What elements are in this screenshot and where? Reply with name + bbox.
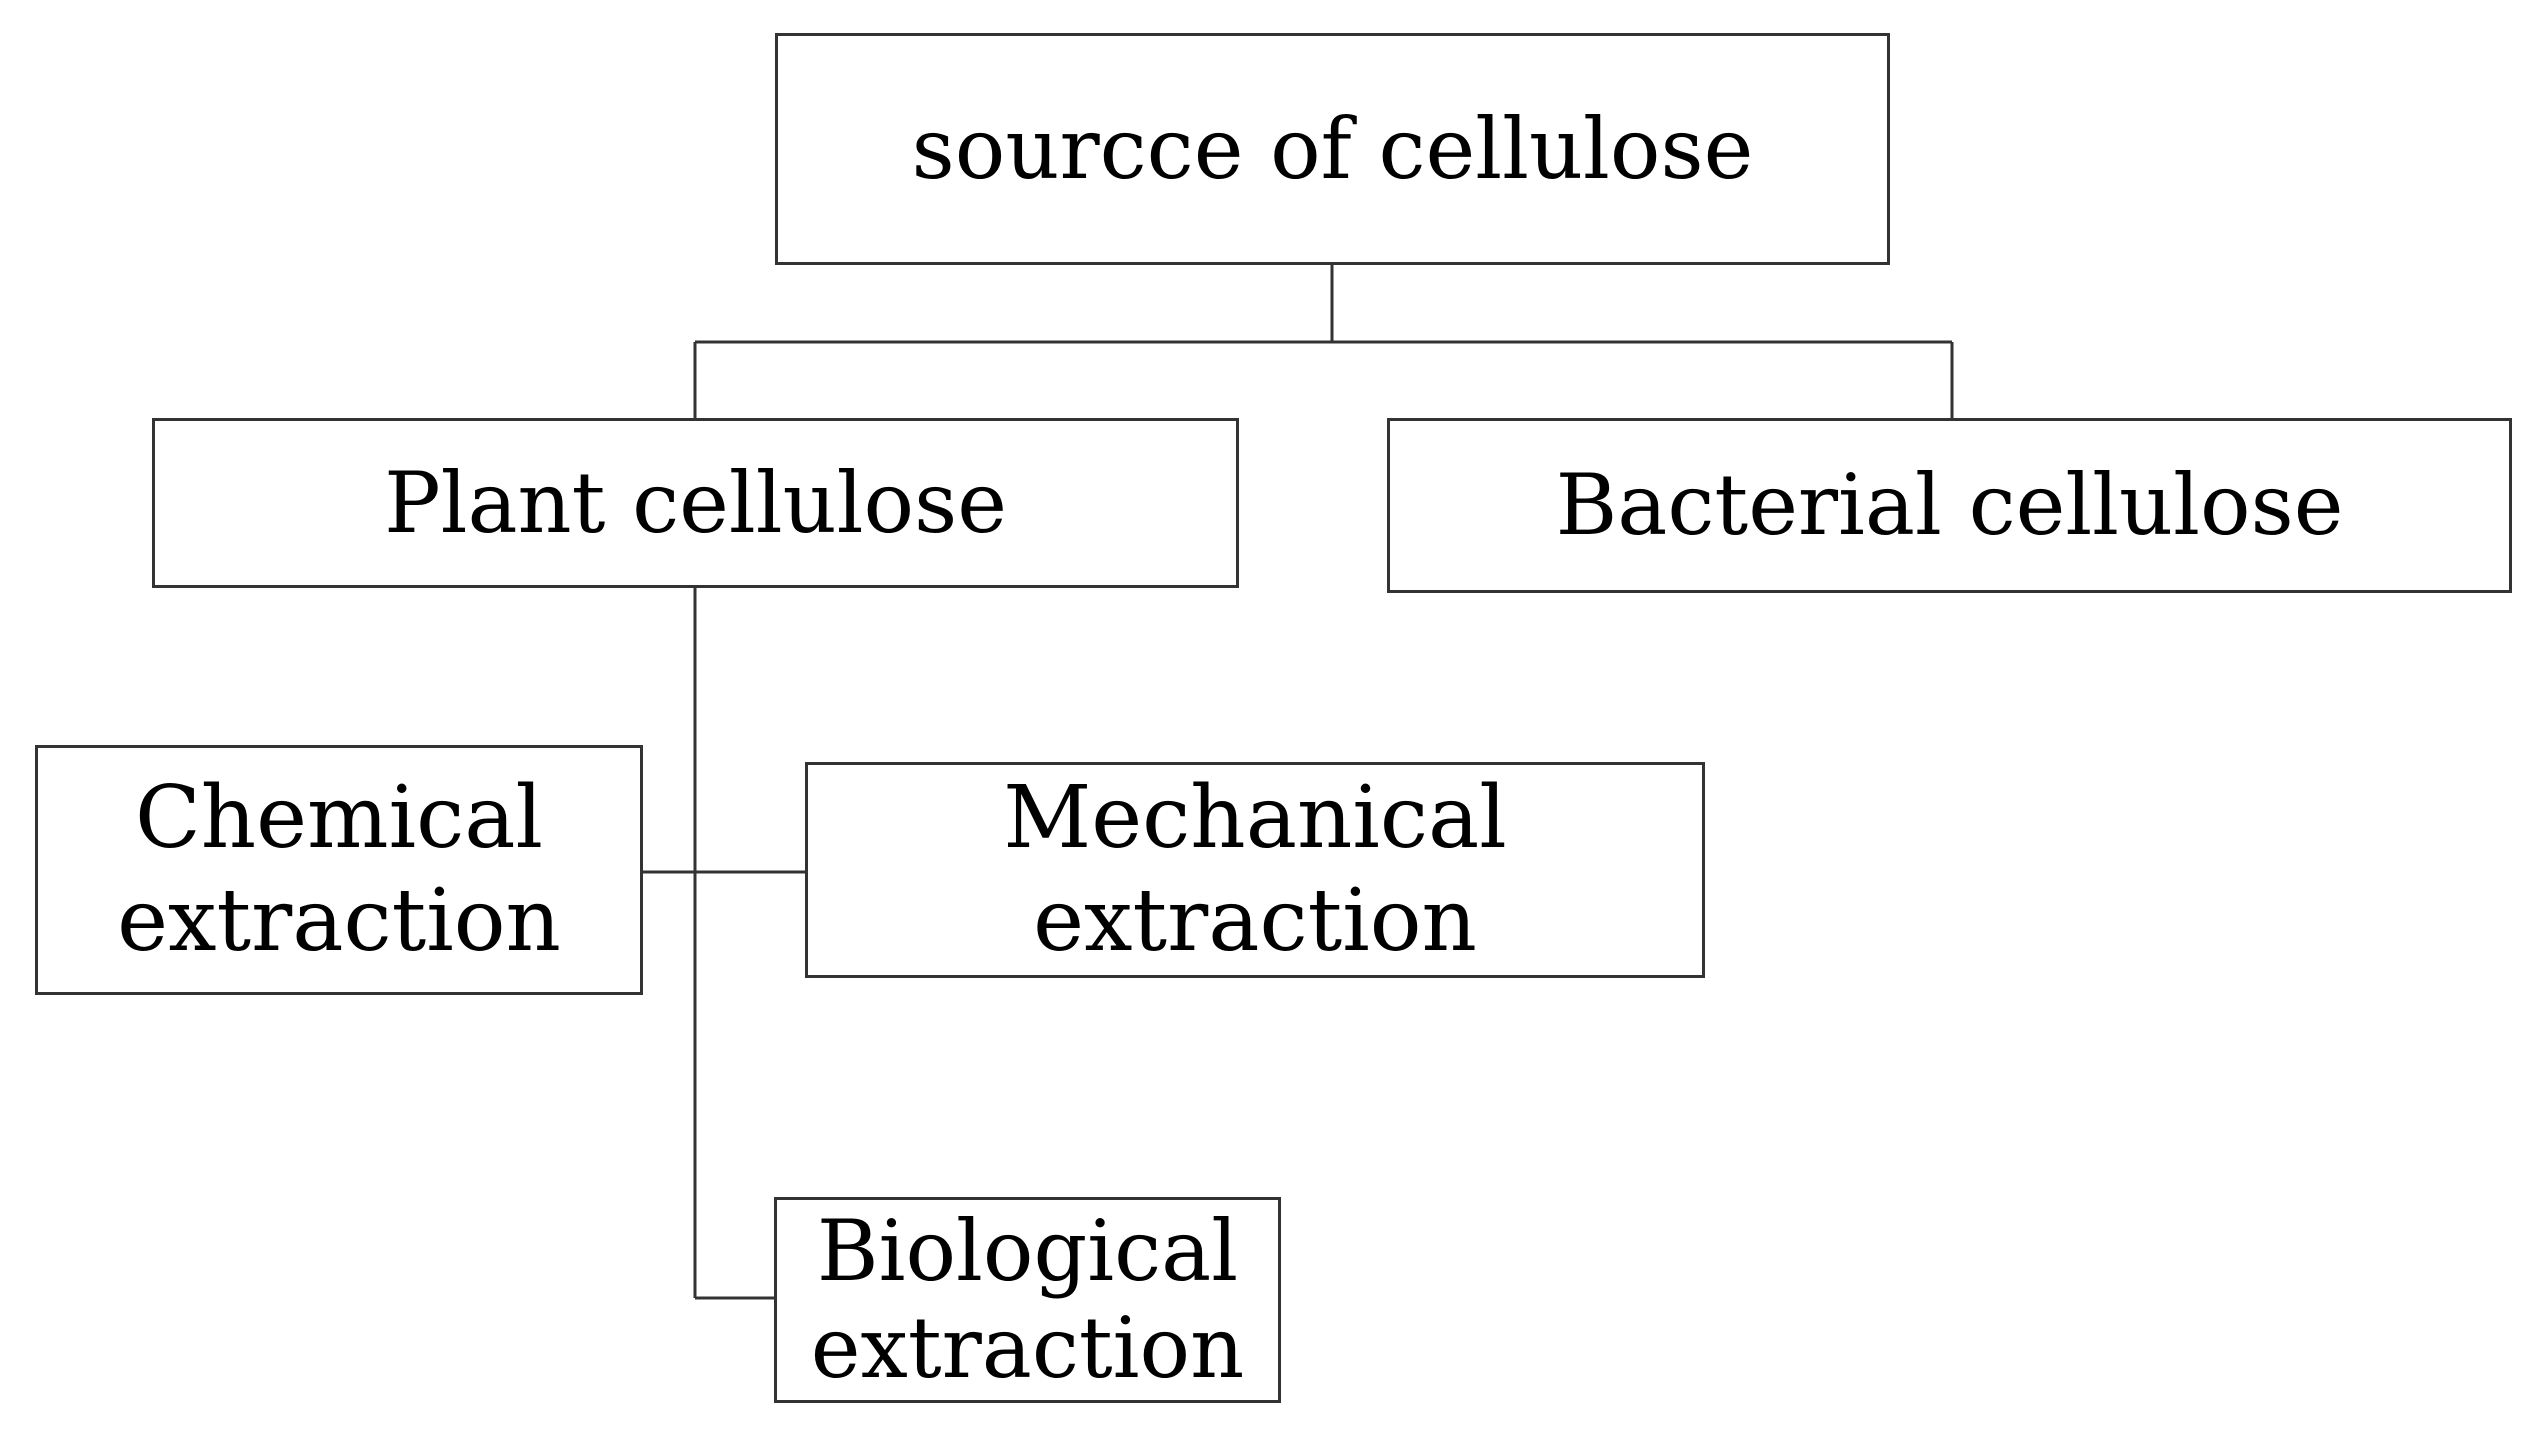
node-biological-extraction: Biological extraction — [774, 1197, 1281, 1403]
plant-cellulose-label: Plant cellulose — [384, 453, 1007, 552]
biological-extraction-line1: Biological — [816, 1202, 1239, 1301]
bacterial-cellulose-label: Bacterial cellulose — [1555, 456, 2344, 555]
root-node-source-of-cellulose: sourcce of cellulose — [775, 33, 1890, 265]
mechanical-extraction-line2: extraction — [1033, 871, 1477, 971]
chemical-extraction-line2: extraction — [117, 871, 561, 971]
chemical-extraction-line1: Chemical — [134, 767, 544, 868]
biological-extraction-line2: extraction — [810, 1299, 1245, 1397]
mechanical-extraction-line1: Mechanical — [1003, 767, 1507, 868]
root-node-label: sourcce of cellulose — [911, 99, 1754, 198]
node-bacterial-cellulose: Bacterial cellulose — [1387, 418, 2512, 593]
node-mechanical-extraction: Mechanical extraction — [805, 762, 1705, 978]
node-chemical-extraction: Chemical extraction — [35, 745, 643, 995]
node-plant-cellulose: Plant cellulose — [152, 418, 1239, 588]
